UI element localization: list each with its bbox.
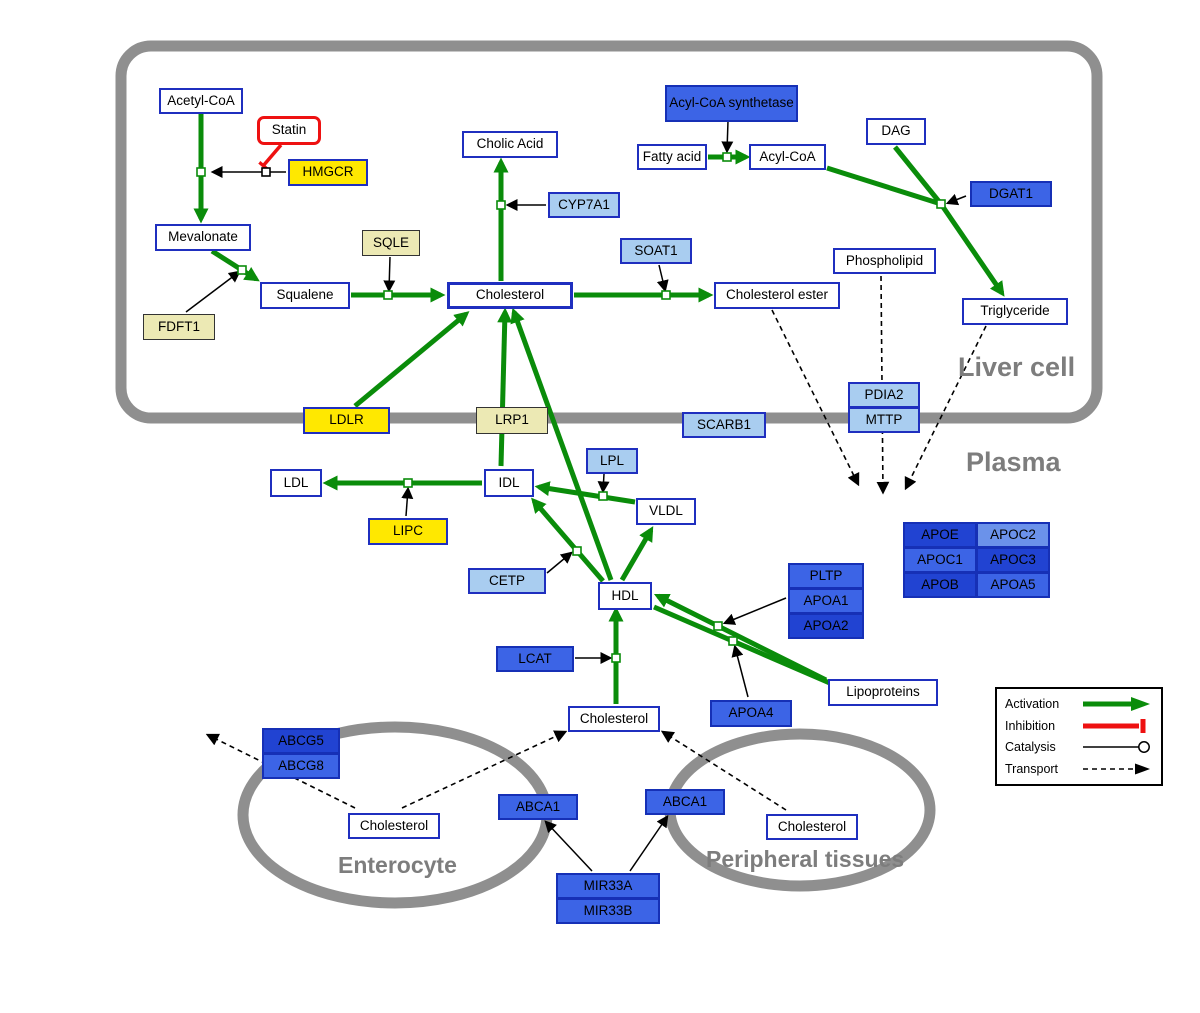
node-scarb1[interactable]: SCARB1 xyxy=(682,412,766,438)
node-apoa1[interactable]: APOA1 xyxy=(788,588,864,614)
plasma-label: Plasma xyxy=(966,447,1061,477)
node-hdl[interactable]: HDL xyxy=(598,582,652,610)
legend-row-catalysis: Catalysis xyxy=(1005,739,1153,755)
node-ldl[interactable]: LDL xyxy=(270,469,322,497)
legend-inhibition-label: Inhibition xyxy=(1005,718,1056,733)
node-mir33a[interactable]: MIR33A xyxy=(556,873,660,899)
node-vldl[interactable]: VLDL xyxy=(636,498,696,525)
node-apoa2[interactable]: APOA2 xyxy=(788,613,864,639)
legend-row-activation: Activation xyxy=(1005,696,1153,712)
node-pltp[interactable]: PLTP xyxy=(788,563,864,589)
node-apob[interactable]: APOB xyxy=(903,572,977,598)
node-idl[interactable]: IDL xyxy=(484,469,534,497)
node-cholesterol-plasma[interactable]: Cholesterol xyxy=(568,706,660,732)
activation-arrow-icon xyxy=(1083,696,1150,711)
node-cholesterol-liver[interactable]: Cholesterol xyxy=(447,282,573,309)
node-soat1[interactable]: SOAT1 xyxy=(620,238,692,264)
node-dag[interactable]: DAG xyxy=(866,118,926,145)
node-apoa5[interactable]: APOA5 xyxy=(976,572,1050,598)
node-lpl[interactable]: LPL xyxy=(586,448,638,474)
liver-cell-label: Liver cell xyxy=(958,352,1076,382)
node-acetyl-coa[interactable]: Acetyl-CoA xyxy=(159,88,243,114)
node-cholesterol-ester[interactable]: Cholesterol ester xyxy=(714,282,840,309)
node-phospholipid[interactable]: Phospholipid xyxy=(833,248,936,274)
node-acyl-coa-synthetase[interactable]: Acyl-CoA synthetase xyxy=(665,85,798,122)
node-lipc[interactable]: LIPC xyxy=(368,518,448,545)
node-lrp1[interactable]: LRP1 xyxy=(476,407,548,434)
node-pdia2[interactable]: PDIA2 xyxy=(848,382,920,408)
node-hmgcr[interactable]: HMGCR xyxy=(288,159,368,186)
transport-dashed-arrow-icon xyxy=(1083,763,1150,775)
node-cetp[interactable]: CETP xyxy=(468,568,546,594)
node-apoc1[interactable]: APOC1 xyxy=(903,547,977,573)
node-abca1-peripheral[interactable]: ABCA1 xyxy=(645,789,725,815)
node-apoa4[interactable]: APOA4 xyxy=(710,700,792,727)
liver-cell-membrane xyxy=(115,40,1103,424)
node-mir33b[interactable]: MIR33B xyxy=(556,898,660,924)
node-statin[interactable]: Statin xyxy=(257,116,321,145)
legend-transport-label: Transport xyxy=(1005,762,1059,777)
node-cyp7a1[interactable]: CYP7A1 xyxy=(548,192,620,218)
legend-row-transport: Transport xyxy=(1005,761,1153,777)
legend: Activation Inhibition Catalysis Transpor… xyxy=(995,687,1163,786)
inhibition-tbar-icon xyxy=(1083,718,1146,733)
node-cholesterol-enterocyte[interactable]: Cholesterol xyxy=(348,813,440,839)
catalysis-edges xyxy=(185,120,967,872)
node-apoc3[interactable]: APOC3 xyxy=(976,547,1050,573)
node-dgat1[interactable]: DGAT1 xyxy=(970,181,1052,207)
catalysis-circle-icon xyxy=(1083,741,1150,754)
node-lcat[interactable]: LCAT xyxy=(496,646,574,672)
node-squalene[interactable]: Squalene xyxy=(260,282,350,309)
node-abcg8[interactable]: ABCG8 xyxy=(262,753,340,779)
legend-catalysis-label: Catalysis xyxy=(1005,740,1056,755)
node-lipoproteins[interactable]: Lipoproteins xyxy=(828,679,938,706)
node-mevalonate[interactable]: Mevalonate xyxy=(155,224,251,251)
legend-activation-label: Activation xyxy=(1005,696,1060,711)
node-fdft1[interactable]: FDFT1 xyxy=(143,314,215,340)
node-cholesterol-peripheral[interactable]: Cholesterol xyxy=(766,814,858,840)
node-abca1-enterocyte[interactable]: ABCA1 xyxy=(498,794,578,820)
enterocyte-label: Enterocyte xyxy=(338,852,457,878)
node-fatty-acid[interactable]: Fatty acid xyxy=(637,144,707,170)
node-cholic-acid[interactable]: Cholic Acid xyxy=(462,131,558,158)
node-sqle[interactable]: SQLE xyxy=(362,230,420,256)
node-abcg5[interactable]: ABCG5 xyxy=(262,728,340,754)
inhibition-edge xyxy=(258,143,283,171)
node-apoe[interactable]: APOE xyxy=(903,522,977,548)
reaction-node-squares xyxy=(196,152,946,663)
node-triglyceride[interactable]: Triglyceride xyxy=(962,298,1068,325)
peripheral-tissues-label: Peripheral tissues xyxy=(706,846,905,872)
node-acyl-coa-2[interactable]: Acyl-CoA xyxy=(749,144,826,170)
node-mttp[interactable]: MTTP xyxy=(848,407,920,433)
node-apoc2[interactable]: APOC2 xyxy=(976,522,1050,548)
legend-row-inhibition: Inhibition xyxy=(1005,718,1153,734)
node-ldlr[interactable]: LDLR xyxy=(303,407,390,434)
